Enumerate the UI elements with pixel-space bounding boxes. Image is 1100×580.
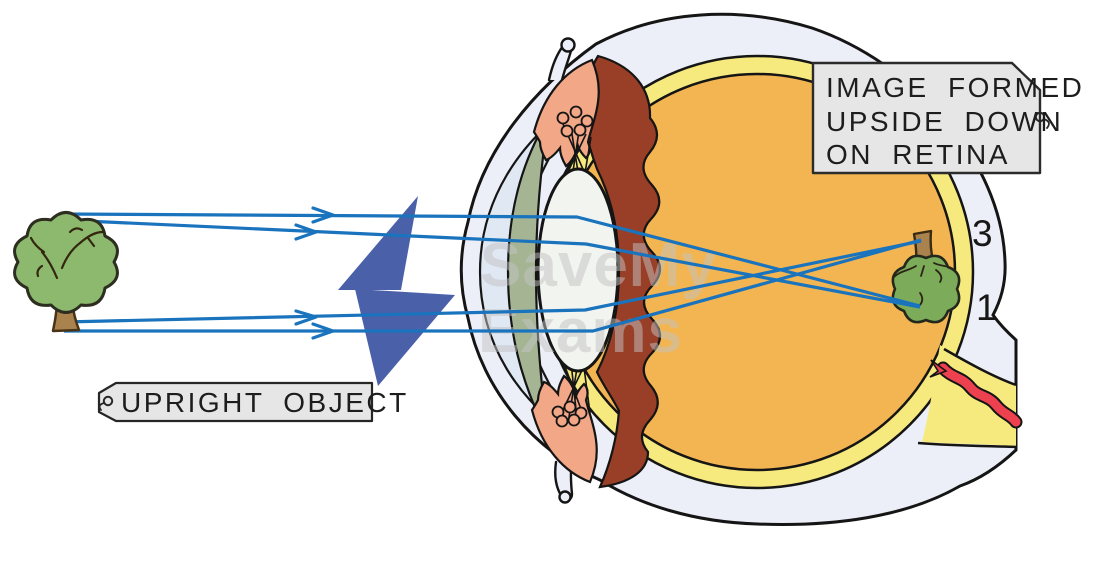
object-tree bbox=[13, 211, 119, 333]
eye-diagram: 3 1 bbox=[459, 12, 1023, 526]
object-tag-text: UPRIGHT OBJECT bbox=[121, 387, 409, 418]
image-tag-line1: IMAGE FORMED bbox=[826, 72, 1084, 103]
inverted-tree-roots bbox=[893, 262, 956, 307]
eye-lens bbox=[536, 167, 620, 373]
ray-arrowheads bbox=[294, 206, 335, 340]
muscle-stub-bottom bbox=[554, 460, 574, 504]
light-ray-top-2 bbox=[62, 218, 921, 309]
muscle-stub-top bbox=[547, 37, 576, 82]
object-tag-pin bbox=[102, 395, 114, 407]
image-tag-shape bbox=[811, 61, 1042, 175]
blood-vessel bbox=[929, 359, 1023, 429]
tree-branches bbox=[29, 227, 105, 280]
light-ray-top-1 bbox=[61, 212, 921, 308]
image-tag-line2: UPSIDE DOWN bbox=[826, 106, 1063, 137]
tree-foliage bbox=[13, 211, 119, 314]
image-tag-pin-curl bbox=[1043, 118, 1050, 129]
lens-arrow-symbol bbox=[338, 196, 455, 386]
ciliary-rings-top bbox=[556, 105, 594, 138]
watermark: SaveMy Exams bbox=[478, 231, 716, 366]
lens-arrow-upper bbox=[338, 196, 418, 290]
label-image-formed: IMAGE FORMED UPSIDE DOWN ON RETINA bbox=[811, 61, 1084, 175]
object-tag-pin-curl bbox=[98, 402, 105, 411]
optic-nerve bbox=[917, 345, 1023, 449]
marker-3: 3 bbox=[972, 213, 993, 254]
label-upright-object: UPRIGHT OBJECT bbox=[97, 381, 409, 423]
image-tag-pin bbox=[1034, 111, 1046, 123]
light-rays bbox=[61, 206, 922, 340]
ciliary-rings-bottom bbox=[551, 400, 588, 428]
image-tag-line3: ON RETINA bbox=[826, 139, 1010, 170]
object-tag-shape bbox=[97, 381, 374, 423]
light-ray-bottom-2 bbox=[64, 238, 922, 333]
light-ray-bottom-1 bbox=[63, 239, 922, 324]
marker-1: 1 bbox=[976, 287, 997, 328]
lens-arrow-lower bbox=[355, 289, 455, 386]
